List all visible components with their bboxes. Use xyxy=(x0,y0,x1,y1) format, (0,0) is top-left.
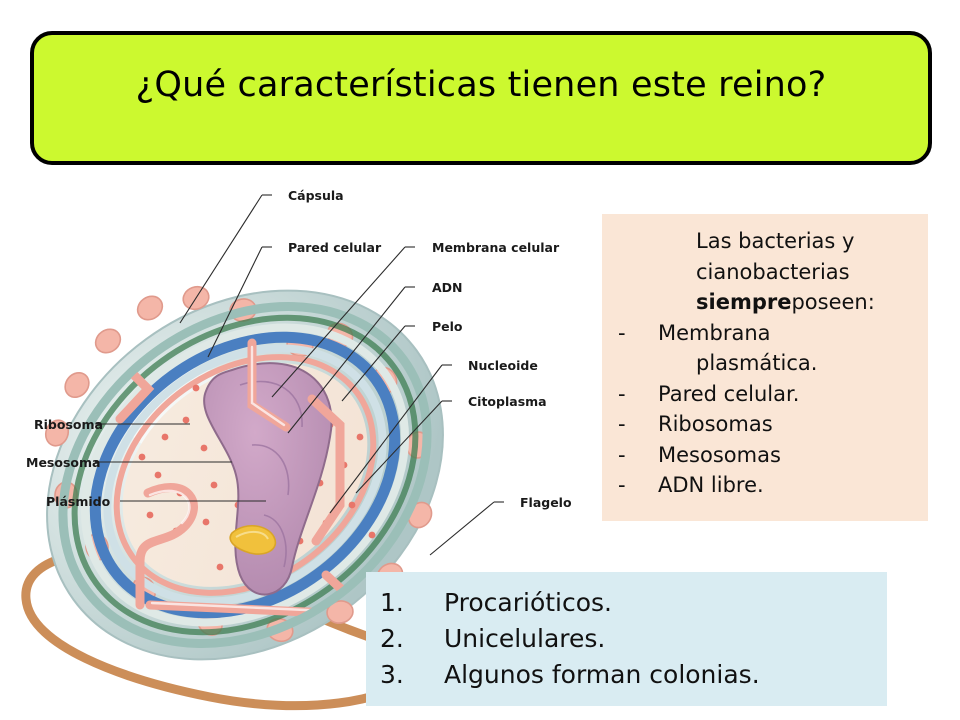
info-intro-emphasis: siempre xyxy=(696,290,792,314)
diagram-label-adn: ADN xyxy=(432,280,463,295)
list-item: 1. Procarióticos. xyxy=(374,585,887,621)
diagram-label-plasmido: Plásmido xyxy=(46,494,111,509)
info-bullet-membrana-continuation: plasmática. xyxy=(696,351,818,375)
list-item-label: Unicelulares. xyxy=(444,624,606,653)
info-bullet-mesosomas: - Mesosomas xyxy=(612,440,918,471)
kingdom-characteristics-list-box: 1. Procarióticos. 2. Unicelulares. 3. Al… xyxy=(366,572,887,706)
info-bullet-text: Ribosomas xyxy=(658,412,773,436)
info-intro-line-2: cianobacterias xyxy=(696,259,850,284)
mesosome-inner-lines xyxy=(148,345,330,613)
bullet-marker: - xyxy=(618,442,626,467)
list-item-label: Procarióticos. xyxy=(444,588,613,617)
list-item-number: 2. xyxy=(380,624,404,653)
cell-envelope-layers xyxy=(58,301,432,649)
list-item-number: 3. xyxy=(380,660,404,689)
label-leader-lines xyxy=(95,194,504,556)
list-item: 2. Unicelulares. xyxy=(374,621,887,657)
info-bullet-text: Membrana xyxy=(658,320,771,345)
diagram-label-membrana-celular: Membrana celular xyxy=(432,240,560,255)
plasmid-shape xyxy=(229,525,277,555)
question-title-banner: ¿Qué características tienen este reino? xyxy=(30,31,932,165)
bullet-marker: - xyxy=(618,320,626,345)
characteristics-info-box: Las bacterias y cianobacterias siempre p… xyxy=(602,214,928,521)
info-bullet-text: Mesosomas xyxy=(658,442,781,467)
info-bullet-pared: - Pared celular. xyxy=(612,379,918,410)
info-intro-line-1: Las bacterias y xyxy=(696,229,855,253)
page-title: ¿Qué características tienen este reino? xyxy=(135,65,827,105)
info-bullet-membrana: - Membrana xyxy=(612,318,918,349)
diagram-label-nucleoide: Nucleoide xyxy=(468,358,538,373)
diagram-label-mesosoma: Mesosoma xyxy=(26,455,100,470)
info-bullet-text: ADN libre. xyxy=(658,473,764,497)
info-intro-line-3: siempre poseen: xyxy=(612,287,918,318)
info-bullet-ribosomas: - Ribosomas xyxy=(612,409,918,440)
info-intro-rest: poseen: xyxy=(791,290,875,314)
info-bullet-text: Pared celular. xyxy=(658,381,800,406)
diagram-label-ribosoma: Ribosoma xyxy=(34,417,103,432)
diagram-label-pelo: Pelo xyxy=(432,319,463,334)
diagram-label-flagelo: Flagelo xyxy=(520,495,572,510)
bullet-marker: - xyxy=(618,412,626,436)
bullet-marker: - xyxy=(618,473,626,497)
bacterial-cell-diagram: Cápsula Pared celular Membrana celular A… xyxy=(0,175,620,720)
list-item-label: Algunos forman colonias. xyxy=(444,660,760,689)
diagram-label-capsula: Cápsula xyxy=(288,188,344,203)
list-item-number: 1. xyxy=(380,588,404,617)
bullet-marker: - xyxy=(618,381,626,406)
info-bullet-adn-libre: - ADN libre. xyxy=(612,470,918,501)
list-item: 3. Algunos forman colonias. xyxy=(374,657,887,693)
diagram-label-citoplasma: Citoplasma xyxy=(468,394,547,409)
diagram-label-pared-celular: Pared celular xyxy=(288,240,382,255)
